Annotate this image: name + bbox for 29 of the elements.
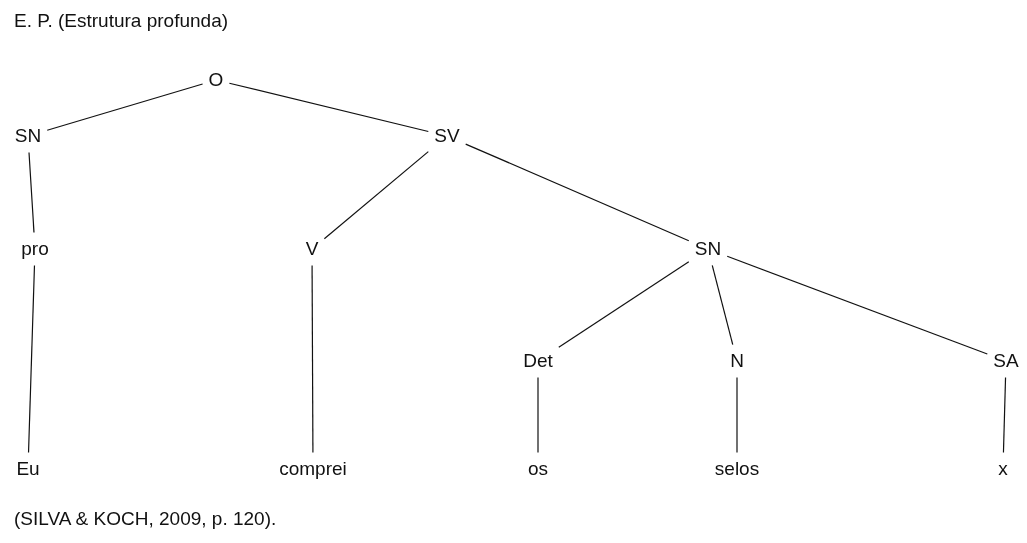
title: E. P. (Estrutura profunda) xyxy=(14,11,229,32)
tree-branch xyxy=(228,82,429,133)
tree-branch xyxy=(1002,376,1007,454)
tree-branch xyxy=(465,143,690,242)
tree-branch xyxy=(726,255,988,355)
tree-label: Det xyxy=(523,349,553,371)
tree-branch xyxy=(558,261,690,348)
tree-label: SN xyxy=(694,237,722,259)
tree-branch xyxy=(711,264,734,346)
tree-label: Eu xyxy=(16,457,40,479)
caption: (SILVA & KOCH, 2009, p. 120). xyxy=(14,509,277,530)
tree-label: os xyxy=(527,457,549,479)
tree-branch xyxy=(537,376,539,454)
tree-label: SA xyxy=(993,349,1019,371)
tree-label: pro xyxy=(21,237,49,259)
tree-branch xyxy=(311,264,314,454)
tree-label: selos xyxy=(714,457,760,479)
tree-branch xyxy=(27,264,36,454)
tree-branch xyxy=(46,83,204,131)
tree-label: N xyxy=(730,349,744,371)
tree-branch xyxy=(323,151,429,240)
tree-branch xyxy=(736,376,738,454)
tree-label: SV xyxy=(434,124,460,146)
tree-branch xyxy=(28,151,35,234)
tree-label: SN xyxy=(14,124,42,146)
tree-label: comprei xyxy=(279,457,347,479)
tree-label: O xyxy=(208,68,224,90)
tree-label: x xyxy=(998,457,1008,479)
tree-label: V xyxy=(305,237,319,259)
